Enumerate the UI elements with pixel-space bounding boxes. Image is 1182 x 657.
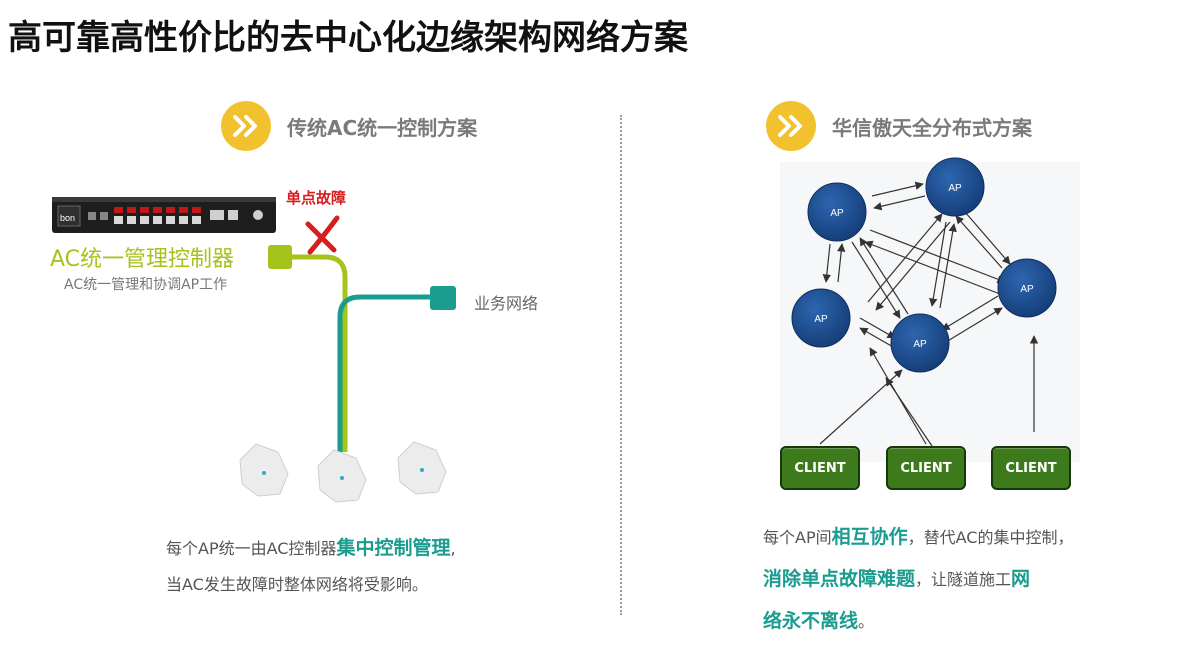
business-label: 业务网络 bbox=[474, 294, 539, 313]
ap-node-right: AP bbox=[997, 258, 1057, 318]
ap-device-3 bbox=[397, 441, 447, 495]
client-node-1: CLIENT bbox=[780, 446, 860, 490]
business-port-square bbox=[430, 286, 456, 310]
ap-node-top: AP bbox=[925, 157, 985, 217]
right-section-header: 华信傲天全分布式方案 bbox=[766, 101, 1032, 151]
ac-controller-device bbox=[52, 197, 276, 233]
section-divider bbox=[620, 115, 622, 615]
left-desc-line2: 当AC发生故障时整体网络将受影响。 bbox=[166, 575, 428, 594]
right-desc-line1: 每个AP间相互协作，替代AC的集中控制， bbox=[763, 526, 1074, 548]
page-title: 高可靠高性价比的去中心化边缘架构网络方案 bbox=[8, 18, 688, 58]
ap-device-1 bbox=[239, 443, 289, 497]
controller-label: AC统一管理控制器 bbox=[50, 247, 235, 272]
right-desc-line2: 消除单点故障难题，让隧道施工网 bbox=[763, 568, 1031, 590]
right-diagram: AP AP AP AP AP bbox=[780, 157, 1080, 462]
left-diagram: bon bbox=[52, 197, 456, 503]
device-brand: bon bbox=[60, 213, 75, 223]
svg-text:AP: AP bbox=[814, 314, 828, 325]
right-section-title: 华信傲天全分布式方案 bbox=[832, 115, 1032, 140]
chevron-double-right-icon bbox=[766, 101, 816, 151]
svg-text:AP: AP bbox=[948, 183, 962, 194]
ap-node-center: AP bbox=[890, 313, 950, 373]
client-links bbox=[819, 335, 1039, 447]
left-section-title: 传统AC统一控制方案 bbox=[287, 115, 478, 140]
svg-text:AP: AP bbox=[1020, 284, 1034, 295]
svg-text:AP: AP bbox=[830, 208, 844, 219]
client-node-3: CLIENT bbox=[991, 446, 1071, 490]
ap-node-left: AP bbox=[791, 288, 851, 348]
left-desc-line1: 每个AP统一由AC控制器集中控制管理, bbox=[166, 537, 456, 559]
business-cable bbox=[337, 294, 432, 452]
client-node-2: CLIENT bbox=[886, 446, 966, 490]
chevron-double-right-icon bbox=[221, 101, 271, 151]
ap-device-2 bbox=[317, 449, 367, 503]
svg-text:AP: AP bbox=[913, 339, 927, 350]
controller-sublabel: AC统一管理和协调AP工作 bbox=[64, 277, 228, 293]
failure-label: 单点故障 bbox=[286, 189, 347, 207]
left-section-header: 传统AC统一控制方案 bbox=[221, 101, 477, 151]
ap-links bbox=[822, 181, 1011, 349]
control-cable bbox=[280, 254, 348, 452]
cross-icon bbox=[305, 215, 340, 255]
controller-port-square bbox=[268, 245, 292, 269]
right-desc-line3: 络永不离线。 bbox=[763, 610, 875, 632]
ap-node-top-left: AP bbox=[807, 182, 867, 242]
